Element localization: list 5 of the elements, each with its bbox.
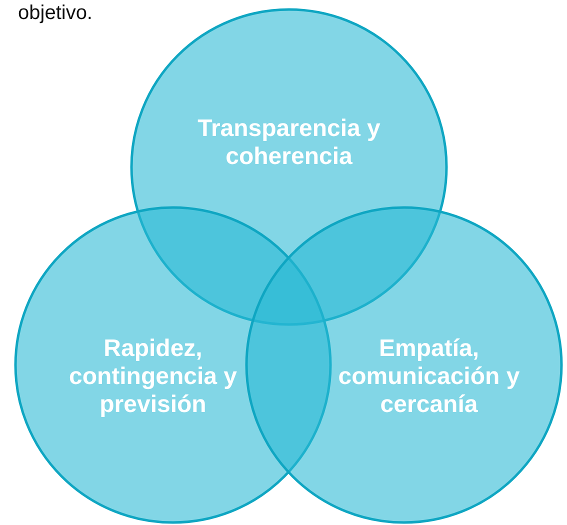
circle-label: Rapidez, contingencia y previsión (68, 335, 238, 419)
text-fragment: objetivo. (18, 2, 92, 24)
circle-label: Empatía, comunicación y cercanía (337, 335, 521, 419)
venn-circle (245, 206, 563, 524)
circle-label: Transparencia y coherencia (196, 115, 382, 171)
